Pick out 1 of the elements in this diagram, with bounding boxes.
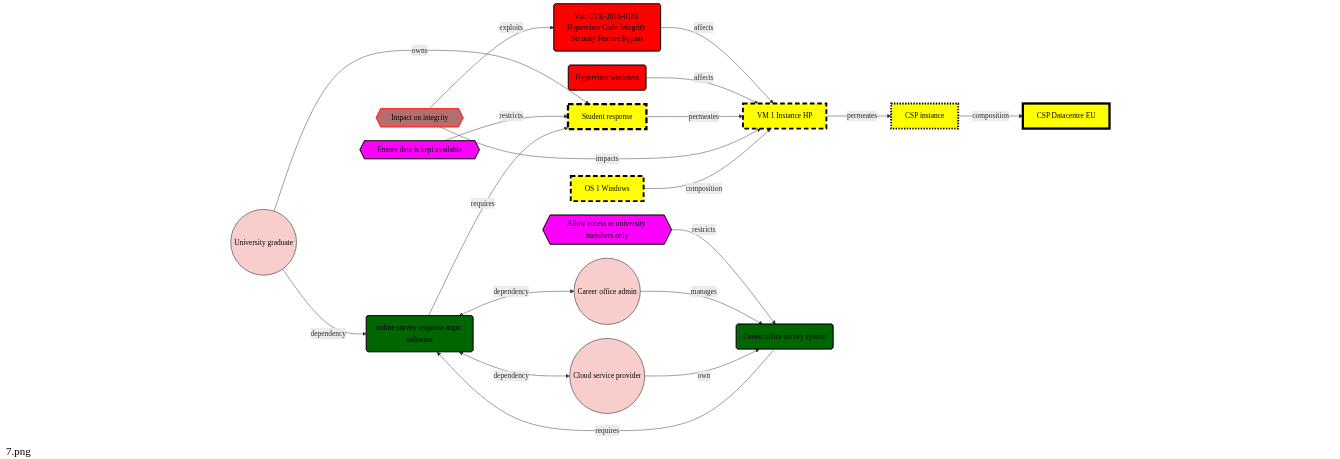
file-name-note: 7.png xyxy=(6,445,31,457)
